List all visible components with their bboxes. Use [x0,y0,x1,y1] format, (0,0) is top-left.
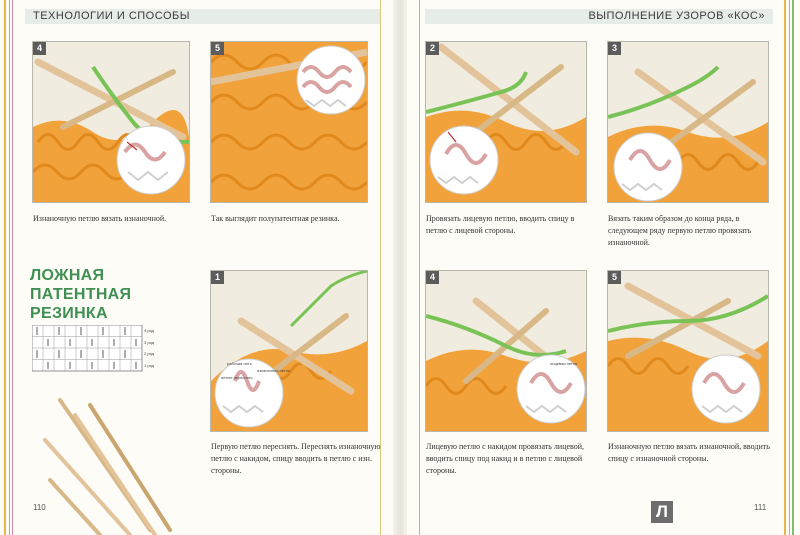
step-caption: Лицевую петлю с накидом провязать лицево… [426,442,585,475]
step-caption: Провязать лицевую петлю, вводить спицу в… [426,214,575,235]
knitting-photo [33,42,189,202]
page-number: 110 [33,503,46,512]
right-page-header: ВЫПОЛНЕНИЕ УЗОРОВ «КОС» [425,9,773,24]
diagram-label: лицевая петля [550,361,578,366]
right-border-stripe-green [792,0,794,535]
knitting-needles-illustration [43,398,172,535]
step-photo-right-4: 4 лицевая петля [425,270,587,432]
step-number: 1 [211,271,224,284]
left-border-stripe-pink [12,0,13,535]
knitting-photo [426,271,586,431]
diagram-label: изнаночная петля [257,368,291,373]
step-photo-left-5: 5 [210,41,368,203]
step-number: 4 [426,271,439,284]
step-caption: Изнаночную петлю вязать изнаночной, ввод… [608,442,770,463]
step-number: 5 [608,271,621,284]
step-caption: Вязать таким образом до конца ряда, в сл… [608,214,752,247]
step-number: 5 [211,42,224,55]
knitting-photo [608,42,768,202]
stitch-chart-grid [31,324,143,372]
left-border-stripe-blue [9,0,10,535]
chart-row-label: 2 ряд [144,351,155,356]
chart-row-label: 4 ряд [144,328,155,333]
page-number: 111 [754,503,767,512]
section-title: ЛОЖНАЯ ПАТЕНТНАЯ РЕЗИНКА [30,267,132,322]
diagram-label: рабочая нить [227,361,252,366]
step-caption: Первую петлю переснять. Переснять изнано… [211,442,381,475]
right-border-stripe-blue [789,0,790,535]
step-caption: Изнаночную петлю вязать изнаночной. [33,214,167,223]
chart-row-label: 1 ряд [144,363,155,368]
knitting-photo [608,271,768,431]
diagram-label: петлю переснять [221,375,253,380]
step-caption: Так выглядит полупатентная резинка. [211,214,340,223]
left-inner-stripe [380,0,381,535]
knitting-photo [426,42,586,202]
knitting-photo [211,42,367,202]
stitch-chart: 4 ряд 3 ряд 2 ряд 1 ряд [31,324,162,378]
step-photo-left-4: 4 [32,41,190,203]
step-photo-right-2: 2 [425,41,587,203]
step-number: 3 [608,42,621,55]
right-inner-stripe [419,0,420,535]
step-number: 2 [426,42,439,55]
step-number: 4 [33,42,46,55]
left-border-stripe [4,0,6,535]
right-border-stripe [784,0,786,535]
book-gutter [393,0,407,535]
step-photo-right-5: 5 [607,270,769,432]
step-photo-right-3: 3 [607,41,769,203]
knitting-photo [211,271,367,431]
left-page-header: ТЕХНОЛОГИИ И СПОСОБЫ [25,9,380,24]
chart-row-label: 3 ряд [144,340,155,345]
step-photo-left-1: 1 рабочая нить петлю переснять изнаночна… [210,270,368,432]
publisher-logo: Л [651,501,673,523]
